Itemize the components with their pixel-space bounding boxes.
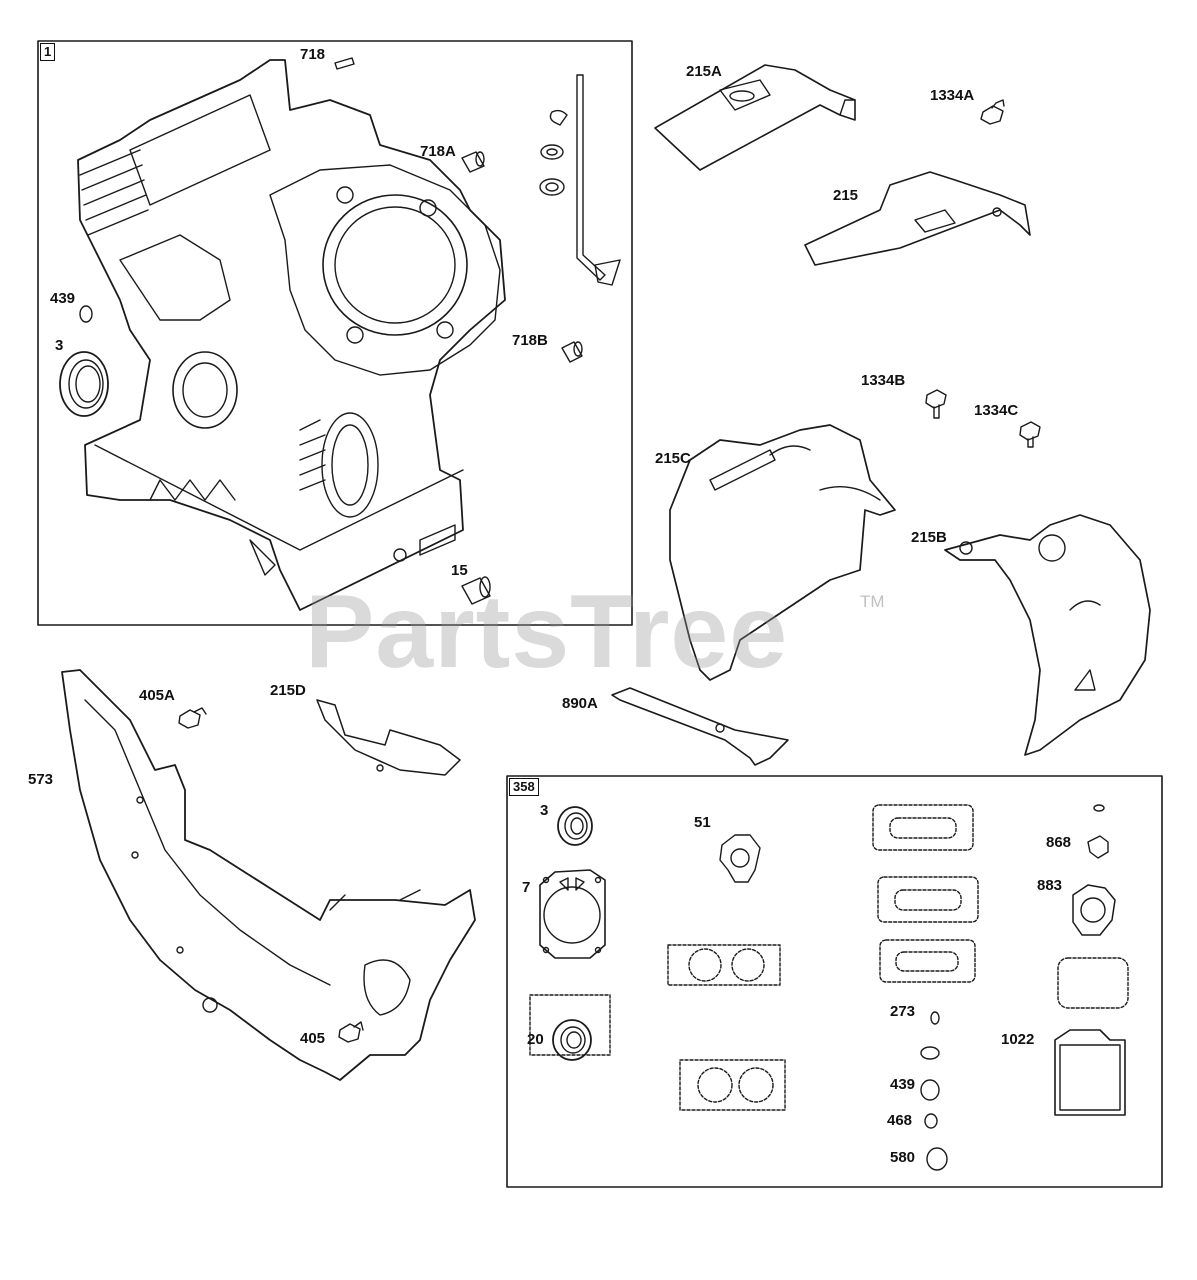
- callout-1334a[interactable]: 1334A: [930, 87, 975, 104]
- screw-1334a-drawing: [980, 99, 1005, 125]
- washer-kit-small-drawing: [1093, 804, 1105, 812]
- callout-20[interactable]: 20: [527, 1031, 544, 1048]
- callout-868[interactable]: 868: [1046, 834, 1072, 851]
- group-label-gasket-set: 358: [509, 778, 539, 797]
- screw-1334c-drawing: [1019, 421, 1041, 448]
- callout-215d[interactable]: 215D: [270, 682, 306, 699]
- callout-718b[interactable]: 718B: [512, 332, 548, 349]
- trademark-mark: TM: [860, 592, 885, 611]
- sleeve-15-drawing: [461, 576, 491, 605]
- dowel-pin-718-drawing: [334, 57, 355, 70]
- dowel-718a-drawing: [461, 151, 485, 173]
- callout-1334b[interactable]: 1334B: [861, 372, 906, 389]
- head-gasket-7-drawing: [539, 869, 606, 959]
- blower-housing-573-drawing: [61, 669, 476, 1081]
- oring-580-drawing: [926, 1147, 948, 1171]
- watermark: PartsTree: [305, 574, 789, 690]
- callout-405a[interactable]: 405A: [139, 687, 175, 704]
- callout-1022[interactable]: 1022: [1001, 1031, 1035, 1048]
- callout-15[interactable]: 15: [451, 562, 468, 579]
- bracket-215d-drawing: [316, 699, 461, 776]
- shroud-215c-drawing: [669, 424, 896, 681]
- gasket-exhaust-top-drawing: [872, 804, 974, 851]
- callout-439-top[interactable]: 439: [50, 290, 76, 307]
- screw-405a-drawing: [178, 707, 207, 729]
- oring-273-drawing: [930, 1011, 940, 1025]
- baffle-215a-drawing: [654, 64, 856, 171]
- gasket-twin-port-lower-drawing: [679, 1059, 786, 1111]
- gasket-51-drawing: [719, 834, 761, 883]
- gasket-set-group-frame: [506, 775, 1163, 1188]
- callout-215b[interactable]: 215B: [911, 529, 947, 546]
- callout-215[interactable]: 215: [833, 187, 859, 204]
- group-label-engine-block: 1: [40, 43, 56, 62]
- gasket-883-drawing: [1072, 884, 1116, 936]
- engine-block-drawing: [77, 59, 506, 611]
- callout-7[interactable]: 7: [522, 879, 531, 896]
- valve-seal-868-drawing: [1087, 835, 1109, 859]
- bracket-890a-drawing: [611, 687, 789, 766]
- gasket-square-dashed-drawing: [529, 994, 611, 1056]
- oring-439-drawing: [79, 305, 93, 323]
- screw-405-drawing: [338, 1021, 364, 1043]
- callout-51[interactable]: 51: [694, 814, 711, 831]
- callout-405[interactable]: 405: [300, 1030, 326, 1047]
- oil-fill-tube-drawing: [539, 74, 621, 286]
- callout-718a[interactable]: 718A: [420, 143, 456, 160]
- callout-580[interactable]: 580: [890, 1149, 916, 1166]
- screw-1334b-drawing: [925, 389, 947, 419]
- callout-1334c[interactable]: 1334C: [974, 402, 1019, 419]
- seal-20-drawing: [552, 1019, 592, 1061]
- oil-seal-3-drawing: [59, 351, 109, 417]
- gasket-1022-drawing: [1054, 1029, 1126, 1116]
- oring-439-kit-drawing: [920, 1079, 940, 1101]
- engine-block-group-frame: [37, 40, 633, 626]
- callout-3-top[interactable]: 3: [55, 337, 64, 354]
- callout-215a[interactable]: 215A: [686, 63, 722, 80]
- oring-468-drawing: [924, 1113, 938, 1129]
- gasket-rounded-dashed-drawing: [1057, 957, 1129, 1009]
- callout-573[interactable]: 573: [28, 771, 54, 788]
- callout-215c[interactable]: 215C: [655, 450, 691, 467]
- gasket-exhaust-bottom-drawing: [879, 939, 976, 983]
- seal-3-kit-drawing: [557, 806, 593, 846]
- callout-890a[interactable]: 890A: [562, 695, 598, 712]
- callout-883[interactable]: 883: [1037, 877, 1063, 894]
- callout-718[interactable]: 718: [300, 46, 326, 63]
- gasket-exhaust-middle-drawing: [877, 876, 979, 923]
- dowel-718b-drawing: [561, 341, 583, 363]
- callout-3-kit[interactable]: 3: [540, 802, 549, 819]
- callout-439-kit[interactable]: 439: [890, 1076, 916, 1093]
- seal-kit-small-drawing: [920, 1046, 940, 1060]
- shroud-215b-drawing: [944, 514, 1151, 756]
- callout-273[interactable]: 273: [890, 1003, 916, 1020]
- baffle-215-drawing: [804, 171, 1031, 266]
- callout-468[interactable]: 468: [887, 1112, 913, 1129]
- gasket-twin-port-upper-drawing: [667, 944, 781, 986]
